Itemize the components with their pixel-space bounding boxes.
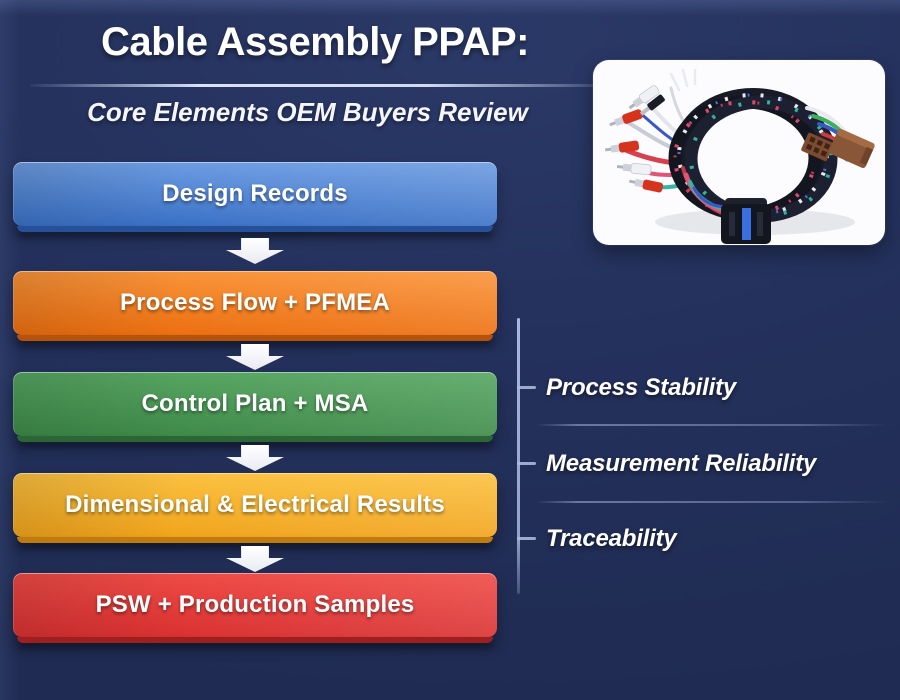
flow-step-dimensional-electrical-results: Dimensional & Electrical Results <box>13 473 497 543</box>
down-arrow-icon <box>226 445 284 471</box>
page-subtitle: Core Elements OEM Buyers Review <box>87 97 528 127</box>
black-connector <box>721 198 771 244</box>
cable-assembly-photo-icon <box>604 68 875 244</box>
page-title: Cable Assembly PPAP: <box>101 20 529 64</box>
benefit-label-measurement-reliability: Measurement Reliability <box>546 450 817 477</box>
bracket-tick-icon <box>517 386 536 389</box>
flow-step-psw-production-samples: PSW + Production Samples <box>13 573 497 643</box>
title-divider-line <box>30 84 598 87</box>
benefit-separator-line <box>536 501 888 503</box>
down-arrow-icon <box>226 546 284 572</box>
wire-pins <box>669 68 697 92</box>
flow-step-label: Design Records <box>162 180 348 207</box>
flow-step-label: Control Plan + MSA <box>141 390 369 417</box>
benefit-separator-line <box>536 424 888 426</box>
brown-connector <box>801 128 875 168</box>
benefit-label-process-stability: Process Stability <box>546 374 737 401</box>
flow-step-process-flow-pfmea: Process Flow + PFMEA <box>13 271 497 341</box>
flow-step-label: Dimensional & Electrical Results <box>65 491 445 518</box>
flow-step-label: Process Flow + PFMEA <box>119 289 391 316</box>
down-arrow-icon <box>226 238 284 264</box>
flow-step-design-records: Design Records <box>13 162 497 232</box>
bracket-tick-icon <box>517 537 536 540</box>
down-arrow-icon <box>226 344 284 370</box>
benefits-bracket-line <box>517 318 520 594</box>
bracket-tick-icon <box>517 462 536 465</box>
benefit-label-traceability: Traceability <box>546 525 677 552</box>
flow-step-control-plan-msa: Control Plan + MSA <box>13 372 497 442</box>
cable-photo-card <box>593 60 885 245</box>
flow-step-label: PSW + Production Samples <box>95 591 415 618</box>
rca-connectors <box>604 85 665 193</box>
